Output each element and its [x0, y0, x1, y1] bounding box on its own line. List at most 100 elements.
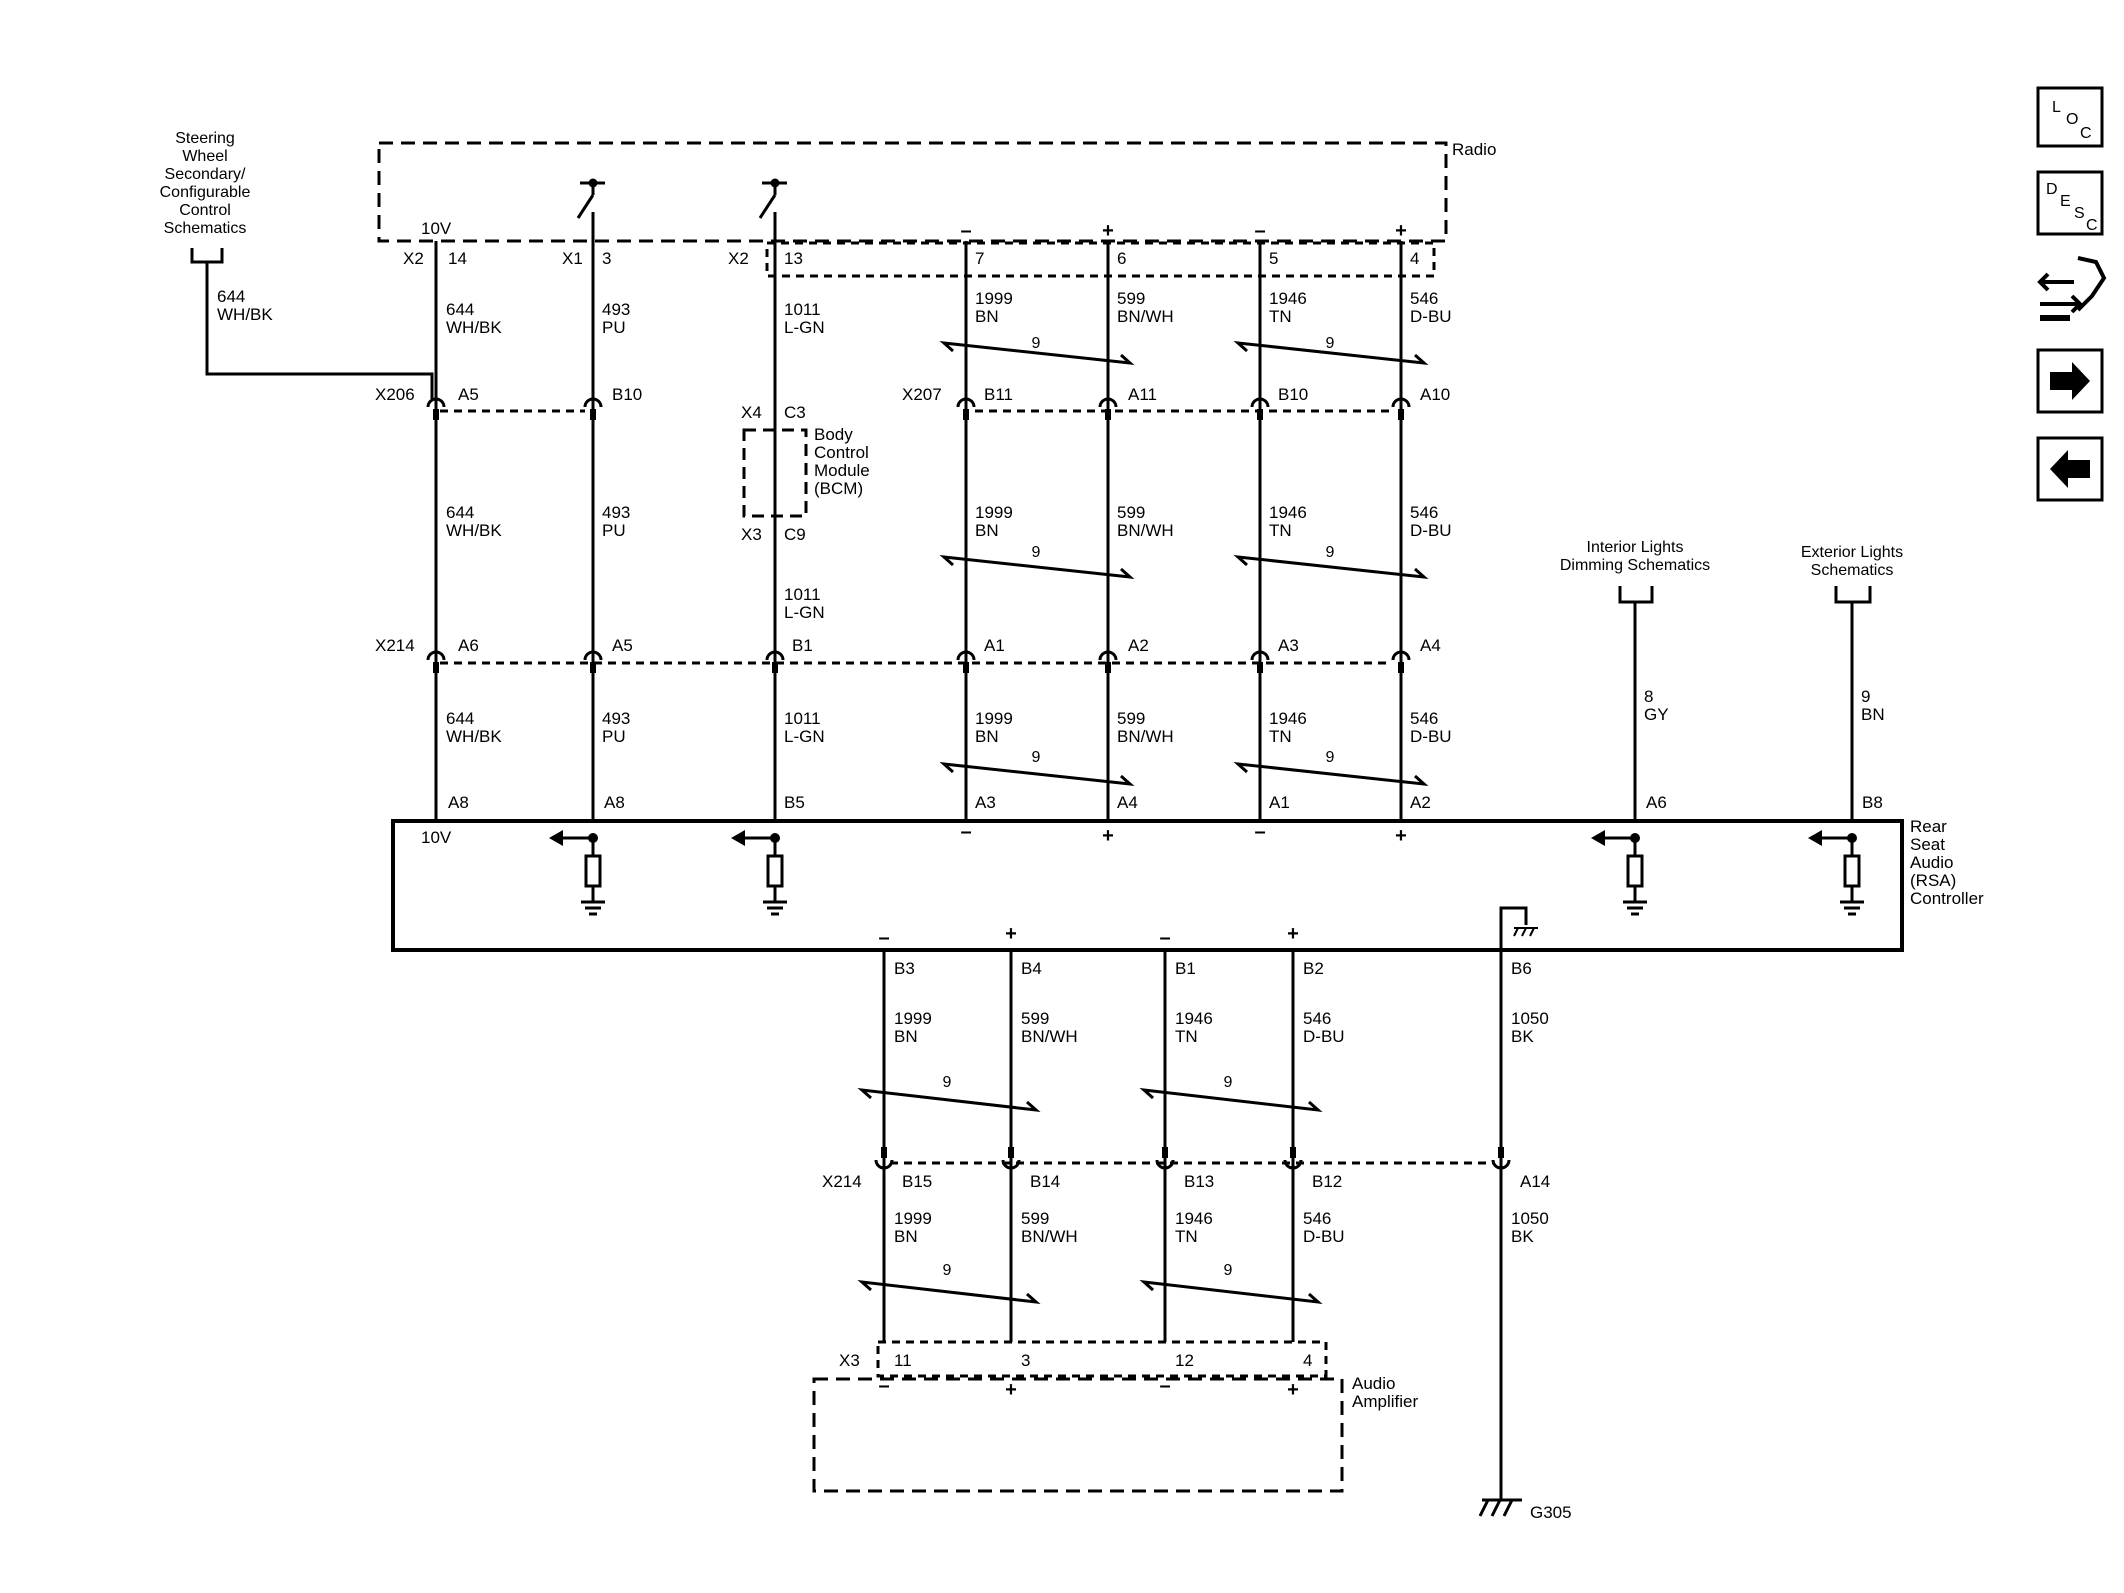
svg-text:Interior Lights: Interior Lights	[1587, 539, 1684, 556]
svg-text:B12: B12	[1312, 1172, 1342, 1191]
svg-text:644: 644	[446, 503, 474, 522]
svg-text:WH/BK: WH/BK	[446, 727, 502, 746]
svg-text:BN/WH: BN/WH	[1117, 307, 1174, 326]
svg-text:GY: GY	[1644, 705, 1669, 724]
svg-text:Control: Control	[814, 443, 869, 462]
svg-text:+: +	[1395, 220, 1407, 242]
svg-text:+: +	[1287, 923, 1299, 945]
svg-text:1050: 1050	[1511, 1009, 1549, 1028]
repair-procedure-icon[interactable]	[2037, 256, 2107, 321]
svg-text:A8: A8	[604, 793, 625, 812]
svg-text:A14: A14	[1520, 1172, 1550, 1191]
svg-text:BK: BK	[1511, 1027, 1534, 1046]
svg-text:–: –	[1254, 220, 1265, 242]
polarity-marks: – + – + – + – + – + – + – + – +	[878, 220, 1406, 1401]
svg-text:A3: A3	[975, 793, 996, 812]
svg-text:TN: TN	[1269, 307, 1292, 326]
svg-text:BN/WH: BN/WH	[1021, 1227, 1078, 1246]
svg-text:BN: BN	[975, 521, 999, 540]
svg-text:546: 546	[1410, 709, 1438, 728]
svg-text:+: +	[1102, 825, 1114, 847]
svg-text:Controller: Controller	[1910, 889, 1984, 908]
svg-text:X214: X214	[375, 636, 415, 655]
svg-text:D-BU: D-BU	[1303, 1027, 1345, 1046]
radio-switch-3	[576, 178, 605, 219]
svg-text:C9: C9	[784, 525, 806, 544]
svg-text:–: –	[878, 1375, 889, 1397]
svg-text:D-BU: D-BU	[1410, 521, 1452, 540]
svg-text:TN: TN	[1269, 521, 1292, 540]
svg-text:11: 11	[894, 1351, 912, 1370]
svg-text:599: 599	[1117, 503, 1145, 522]
svg-text:(BCM): (BCM)	[814, 479, 863, 498]
arrow-right-icon	[2050, 362, 2090, 400]
svg-text:Configurable: Configurable	[160, 184, 251, 201]
rsa-controller-box	[391, 819, 1904, 952]
svg-text:C: C	[2086, 217, 2098, 234]
svg-text:A1: A1	[1269, 793, 1290, 812]
svg-text:B2: B2	[1303, 959, 1324, 978]
svg-text:6: 6	[1117, 249, 1126, 268]
description-view-button[interactable]: D E S C	[2036, 170, 2104, 236]
svg-text:Steering: Steering	[175, 130, 235, 147]
svg-text:PU: PU	[602, 318, 626, 337]
svg-text:L: L	[2052, 99, 2061, 116]
svg-text:+: +	[1287, 1379, 1299, 1401]
svg-text:WH/BK: WH/BK	[217, 305, 273, 324]
svg-text:X2: X2	[403, 249, 424, 268]
svg-text:9: 9	[943, 1074, 952, 1091]
svg-text:–: –	[1254, 821, 1265, 843]
svg-text:X4: X4	[741, 403, 762, 422]
svg-text:B6: B6	[1511, 959, 1532, 978]
svg-text:546: 546	[1410, 503, 1438, 522]
svg-text:X206: X206	[375, 385, 415, 404]
svg-text:TN: TN	[1269, 727, 1292, 746]
connector-ids: X2 X1 X2 X206 X207 X4 X3 X214 X214 X3	[375, 249, 942, 1370]
next-page-button[interactable]	[2036, 348, 2104, 414]
svg-text:8: 8	[1644, 687, 1653, 706]
svg-text:1946: 1946	[1175, 1209, 1213, 1228]
svg-text:493: 493	[602, 709, 630, 728]
interior-lights-bracket	[1618, 586, 1654, 604]
svg-text:PU: PU	[602, 727, 626, 746]
location-view-button[interactable]: L O C	[2036, 86, 2104, 148]
svg-text:A2: A2	[1410, 793, 1431, 812]
svg-text:B10: B10	[612, 385, 642, 404]
exterior-lights-reference: Exterior Lights Schematics	[1801, 544, 1903, 579]
svg-text:644: 644	[217, 287, 245, 306]
audio-amplifier-box	[812, 1377, 1344, 1493]
ground-label: G305	[1530, 1503, 1572, 1522]
svg-text:E: E	[2060, 193, 2071, 210]
svg-text:1011: 1011	[784, 300, 821, 319]
svg-text:3: 3	[602, 249, 611, 268]
rsa-top-pin-numbers: A8 A8 B5 A3 A4 A1 A2 A6 B8	[448, 793, 1883, 812]
svg-text:BN: BN	[894, 1227, 918, 1246]
svg-text:BN/WH: BN/WH	[1117, 727, 1174, 746]
svg-text:644: 644	[446, 709, 474, 728]
svg-text:Secondary/: Secondary/	[165, 166, 246, 183]
svg-text:7: 7	[975, 249, 984, 268]
previous-page-button[interactable]	[2036, 436, 2104, 502]
svg-text:TN: TN	[1175, 1027, 1198, 1046]
svg-text:A4: A4	[1420, 636, 1441, 655]
svg-text:B11: B11	[984, 385, 1013, 404]
svg-text:493: 493	[602, 503, 630, 522]
svg-text:A10: A10	[1420, 385, 1450, 404]
svg-text:546: 546	[1410, 289, 1438, 308]
svg-text:644: 644	[446, 300, 474, 319]
svg-text:BN/WH: BN/WH	[1117, 521, 1174, 540]
svg-text:B10: B10	[1278, 385, 1308, 404]
svg-text:4: 4	[1410, 249, 1419, 268]
svg-text:+: +	[1005, 1379, 1017, 1401]
radio-pin-numbers: 14 3 13 7 6 5 4	[448, 249, 1419, 268]
svg-text:B14: B14	[1030, 1172, 1060, 1191]
steering-bracket	[190, 248, 224, 264]
svg-text:Seat: Seat	[1910, 835, 1945, 854]
rsa-ground-internal	[1499, 906, 1528, 950]
radio-switch-13	[758, 178, 787, 219]
svg-text:X2: X2	[728, 249, 749, 268]
svg-text:–: –	[878, 927, 889, 949]
svg-text:L-GN: L-GN	[784, 603, 825, 622]
svg-text:1999: 1999	[894, 1209, 932, 1228]
